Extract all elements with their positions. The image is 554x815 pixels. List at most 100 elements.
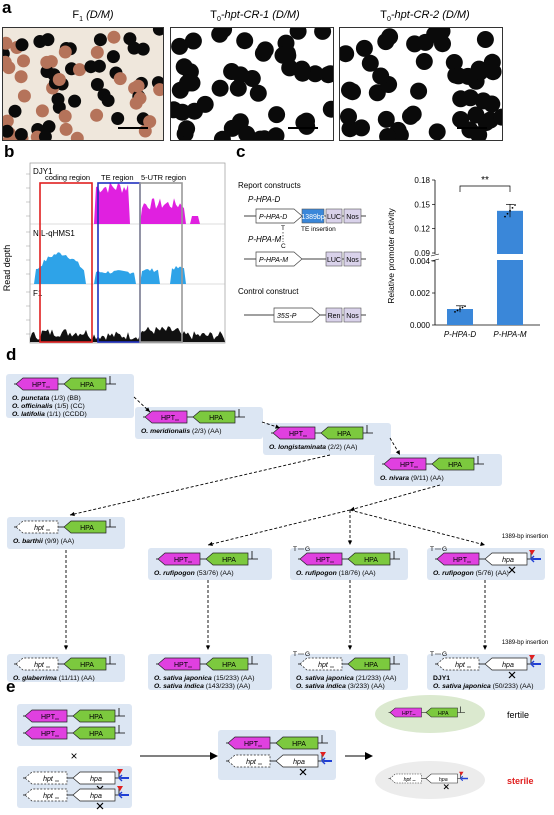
species-label: O. rufipogon (18/76) (AA) (296, 570, 376, 577)
hpa-gene (63, 657, 107, 671)
sterile-pollen-grain (90, 45, 104, 59)
stained-pollen-grain (278, 44, 296, 62)
species-name: O. rufipogon (433, 570, 474, 577)
hpa-gene-label: HPA (448, 462, 462, 469)
stained-pollen-grain (470, 126, 488, 140)
species-count: (2/3) (AA) (190, 428, 221, 435)
hpt-lost-gene-label: hpt (455, 662, 466, 669)
y-axis-label: Read depth (2, 245, 12, 292)
te-arrowhead (321, 757, 326, 765)
hpt-gene-label: HPT (41, 731, 56, 738)
nos-box-label: Nos (346, 214, 359, 221)
hpa-lost-gene (72, 771, 116, 785)
stained-pollen-grain (173, 103, 191, 121)
hpt-lost-gene-label: hpt (318, 662, 329, 669)
promoter-35s (273, 307, 321, 323)
hpa-lost-gene (484, 552, 528, 566)
stained-pollen-grain (229, 79, 247, 97)
f1-track-coverage (30, 326, 225, 342)
stained-pollen-grain (268, 106, 286, 124)
stained-pollen-grain (223, 63, 241, 80)
te-region-label: TE region (101, 173, 134, 182)
species-count: (3/233) (AA) (346, 683, 385, 690)
hpa-gene (63, 520, 107, 534)
stained-pollen-grain (477, 114, 495, 131)
knockout-cross (96, 802, 104, 810)
species-count: (1/1) (CCDD) (45, 411, 87, 418)
luc-box-label: LUC (327, 214, 341, 221)
stained-pollen-grain (293, 60, 311, 78)
coding-region-label: coding region (45, 173, 90, 182)
nos-box-label: Nos (346, 313, 359, 320)
nil-track-coverage (30, 252, 225, 284)
hpa-gene (205, 552, 249, 566)
stained-pollen-grain (410, 82, 428, 100)
hpa-gene (347, 552, 391, 566)
stained-pollen-grain (476, 31, 494, 48)
hpt-lost-gene-label: hpt (404, 777, 412, 783)
stained-pollen-grain (38, 130, 52, 140)
species-label: O. glaberrima (11/11) (AA) (13, 675, 95, 682)
stained-pollen-grain (344, 83, 361, 101)
sterile-pollen-grain (73, 63, 86, 77)
hpt-gene-label: HPT (41, 714, 56, 721)
hpa-lost-gene-label: hpa (90, 776, 102, 783)
species-count: (1/5) (CC) (53, 403, 85, 410)
species-name: O. sativa japonica (154, 675, 212, 682)
species-name: O. meridionalis (141, 428, 190, 435)
control-construct-title: Control construct (238, 287, 299, 296)
snp-t: T (281, 225, 285, 232)
sterile-pollen-grain (70, 131, 84, 140)
knockout-cross (508, 566, 516, 574)
sterile-pollen-grain (14, 70, 28, 84)
species-label: O. meridionalis (2/3) (AA) (141, 428, 221, 435)
hpa-gene (205, 657, 249, 671)
stained-pollen-grain (211, 79, 229, 97)
data-point (509, 209, 511, 212)
species-name: O. sativa indica (296, 683, 346, 690)
nos-box (343, 307, 362, 323)
stained-pollen-grain (51, 92, 65, 106)
evolution-arrowhead (350, 506, 355, 511)
sterile-pollen-grain (131, 79, 145, 93)
species-count: (2/2) (AA) (326, 444, 357, 451)
snp-t: T (293, 651, 297, 658)
stained-pollen-grain (452, 90, 470, 108)
hpa-gene-label: HPA (80, 382, 94, 389)
stained-pollen-grain (402, 107, 419, 125)
panel-label-a: a (2, 0, 12, 17)
species-label: O. nivara (9/11) (AA) (380, 475, 444, 482)
species-count: (9/9) (AA) (43, 538, 74, 545)
stained-pollen-grain (249, 84, 267, 102)
species-label: O. sativa japonica (50/233) (AA) (433, 683, 533, 690)
stained-pollen-grain (84, 60, 98, 74)
promoter-activity-chart: 0.090.120.150.180.0000.0020.004Relative … (386, 175, 541, 339)
hpa-gene-label: HPA (292, 741, 306, 748)
data-point (504, 215, 506, 218)
species-count: (15/233) (AA) (212, 675, 255, 682)
te-insertion-marker (320, 752, 326, 757)
hpa-gene-label: HPA (364, 557, 378, 564)
construct-d-name: P-HPA-D (248, 195, 281, 204)
x-tick-label: P-HPA-M (493, 330, 527, 339)
hpt-lost-gene-label: hpt (34, 662, 45, 669)
te-insertion-marker (459, 771, 464, 776)
stained-pollen-grain (171, 37, 189, 55)
y-tick-label: 0.12 (414, 225, 430, 234)
sterile-pollen-grain (3, 114, 14, 128)
hpt-gene-label: HPT (453, 557, 468, 564)
coding-region-box (39, 182, 93, 343)
hpt-gene-label: HPT (174, 557, 189, 564)
stained-pollen-grain (434, 35, 451, 53)
y-tick-label: 0.004 (410, 257, 431, 266)
stained-pollen-grain (14, 128, 28, 140)
axis-break-mark (430, 253, 440, 257)
stained-pollen-grain (101, 94, 115, 107)
sterile-pollen-grain (52, 73, 66, 86)
panel-a-title-1: F1 (D/M) (72, 9, 114, 24)
data-point (456, 309, 459, 312)
stained-pollen-grain (340, 45, 355, 63)
hpa-gene-label: HPA (364, 662, 378, 669)
